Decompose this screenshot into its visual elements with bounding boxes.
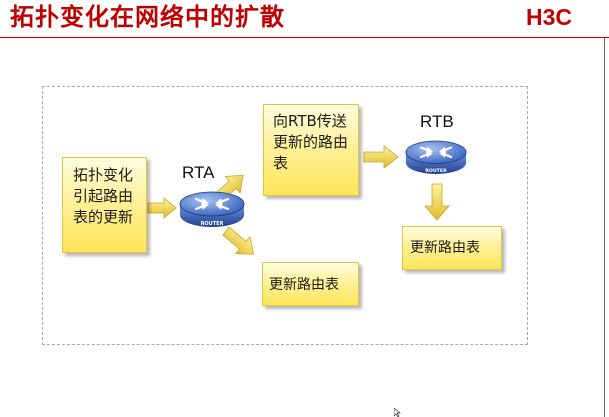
router-icon: ROUTER xyxy=(179,191,245,227)
brand-logo: H3C xyxy=(526,4,572,28)
arrow-icon xyxy=(222,226,255,255)
update-route-table-box-a: 更新路由表 xyxy=(262,262,359,306)
arrow-icon xyxy=(363,145,399,169)
router-icon: ROUTER xyxy=(405,140,467,174)
title-divider xyxy=(0,37,609,38)
router-icon-text: ROUTER xyxy=(201,221,224,227)
diagram-frame xyxy=(42,86,528,345)
arrow-icon xyxy=(147,197,177,219)
router-icon-text: ROUTER xyxy=(425,168,447,174)
router-a-label: RTA xyxy=(182,163,215,182)
router-b-label: RTB xyxy=(420,112,454,131)
slide-edge-line xyxy=(604,38,605,417)
topology-change-box: 拓扑变化引起路由表的更新 xyxy=(62,157,147,253)
page-title: 拓扑变化在网络中的扩散 xyxy=(10,2,285,31)
update-route-table-box-b: 更新路由表 xyxy=(402,226,502,270)
send-update-box: 向RTB传送更新的路由表 xyxy=(263,104,359,196)
arrow-icon xyxy=(424,183,450,221)
mouse-cursor-icon xyxy=(394,408,401,417)
brand-logo-text: H3C xyxy=(526,4,572,28)
